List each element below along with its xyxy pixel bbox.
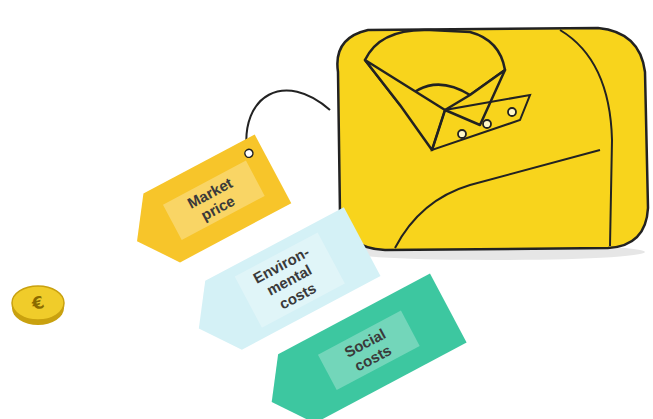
button xyxy=(508,108,516,116)
button xyxy=(483,120,491,128)
tag-hole xyxy=(243,148,254,159)
tag-outline xyxy=(253,274,466,419)
coin-face xyxy=(12,286,64,320)
placket xyxy=(432,95,530,150)
hem-fold xyxy=(395,150,600,248)
collar-left xyxy=(365,60,445,150)
shirt-body xyxy=(337,28,648,250)
collar-right xyxy=(445,70,505,125)
sleeve-fold xyxy=(560,30,612,246)
button xyxy=(458,130,466,138)
